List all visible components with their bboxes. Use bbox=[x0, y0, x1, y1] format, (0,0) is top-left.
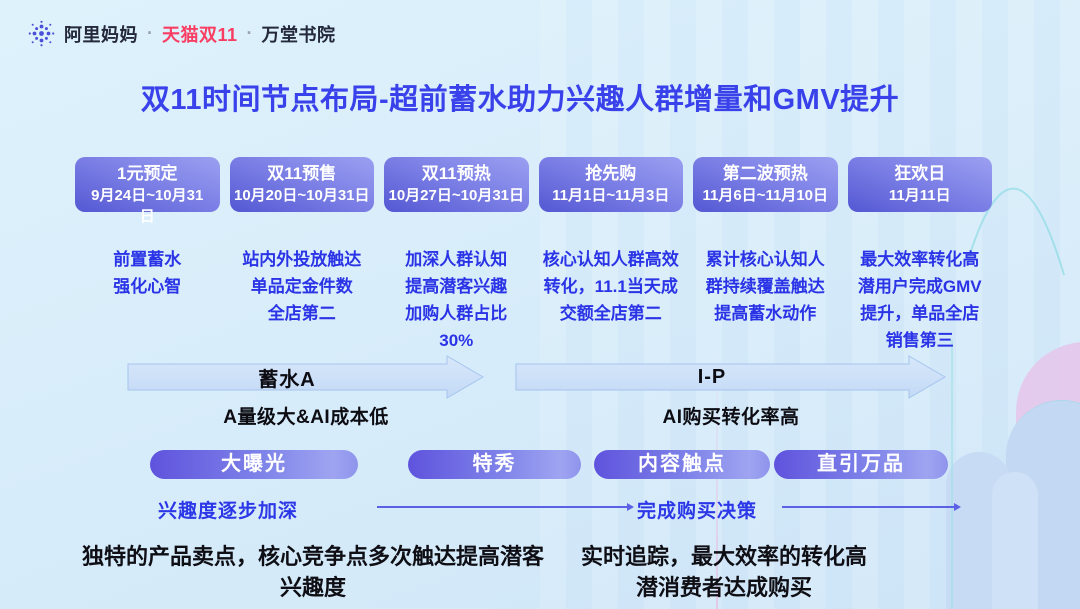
pink-dome-decoration bbox=[1016, 342, 1080, 609]
phase-description: 前置蓄水 强化心智 bbox=[113, 250, 182, 296]
stage-note: AI购买转化率高 bbox=[662, 407, 800, 428]
phase-description: 核心认知人群高效 转化，11.1当天成 交额全店第二 bbox=[542, 250, 679, 323]
footnote-left: 独特的产品卖点，核心竞争点多次触达提高潜客兴趣度 bbox=[81, 544, 544, 600]
phase-box-1yuan-yuding: 1元预定 9月24日~10月31 日 bbox=[75, 157, 220, 225]
product-pill-dabaoguang: 大曝光 bbox=[150, 450, 358, 479]
brand-academy: 万堂书院 bbox=[261, 24, 336, 45]
phase-name: 双11预热 bbox=[421, 164, 491, 183]
phase-dates: 11月1日~11月3日 bbox=[552, 187, 670, 204]
stage-note: A量级大&AI成本低 bbox=[223, 407, 389, 428]
phase-box-dierbo-yure: 第二波预热 11月6日~11月10日 bbox=[693, 157, 838, 212]
phase-dates: 11月11日 bbox=[888, 187, 951, 204]
phase-box-yushou: 双11预售 10月20日~10月31日 bbox=[229, 157, 374, 212]
phase-dates: 10月20日~10月31日 bbox=[234, 187, 370, 204]
blue-arch-decoration bbox=[1006, 400, 1080, 609]
flow-label-purchase: 完成购买决策 bbox=[637, 501, 758, 522]
phase-box-kuanghuanri: 狂欢日 11月11日 bbox=[847, 157, 992, 212]
phase-box-qiangxiangou: 抢先购 11月1日~11月3日 bbox=[538, 157, 683, 212]
phase-box-yure: 双11预热 10月27日~10月31日 bbox=[384, 157, 529, 212]
stage-label: 蓄水A bbox=[258, 368, 316, 391]
phase-description-row: 前置蓄水 强化心智 站内外投放触达 单品定金件数 全店第二 加深人群认知 提高潜… bbox=[75, 246, 992, 354]
blue-arch-decoration bbox=[946, 452, 1012, 609]
phase-description: 累计核心认知人 群持续覆盖触达 提高蓄水动作 bbox=[705, 250, 825, 323]
phase-name: 抢先购 bbox=[585, 164, 637, 183]
product-pill-zhiyin-wanpin: 直引万品 bbox=[774, 450, 948, 479]
product-pill-texiu: 特秀 bbox=[408, 450, 581, 479]
stage-arrow-ip: I-P AI购买转化率高 bbox=[515, 354, 947, 428]
brand-bar: 阿里妈妈 · 天猫双11 · 万堂书院 bbox=[28, 20, 336, 47]
footnote-right: 实时追踪，最大效率的转化高潜消费者达成购买 bbox=[580, 544, 867, 600]
phase-name: 双11预售 bbox=[267, 164, 337, 183]
phase-description: 站内外投放触达 单品定金件数 全店第二 bbox=[242, 250, 362, 323]
brand-campaign: 天猫双11 bbox=[162, 24, 238, 45]
flow-label-interest: 兴趣度逐步加深 bbox=[158, 501, 299, 522]
phase-timeline-row: 1元预定 9月24日~10月31 日 双11预售 10月20日~10月31日 双… bbox=[75, 157, 992, 225]
brand-name: 阿里妈妈 bbox=[64, 24, 138, 45]
teal-line-decoration bbox=[951, 340, 953, 609]
phase-name: 第二波预热 bbox=[722, 164, 808, 183]
flow-arrow bbox=[782, 503, 961, 511]
phase-name: 狂欢日 bbox=[894, 164, 946, 183]
phase-dates: 9月24日~10月31 日 bbox=[91, 187, 204, 225]
phase-dates: 11月6日~11月10日 bbox=[702, 187, 828, 204]
phase-description: 加深人群认知 提高潜客兴趣 加购人群占比 30% bbox=[405, 250, 508, 350]
flow-arrow bbox=[377, 503, 634, 511]
big-arrow-shape bbox=[515, 355, 946, 399]
blue-arch-decoration bbox=[992, 472, 1038, 609]
brand-separator: · bbox=[246, 23, 253, 43]
stage-arrow-xushui-a: 蓄水A A量级大&AI成本低 bbox=[127, 354, 485, 428]
brand-separator: · bbox=[147, 23, 153, 43]
big-arrow-shape bbox=[127, 355, 484, 399]
phase-name: 1元预定 bbox=[117, 164, 178, 183]
product-pill-neirong-chudian: 内容触点 bbox=[594, 450, 770, 479]
stage-label: I-P bbox=[697, 365, 727, 388]
alimama-dots-logo-icon bbox=[28, 20, 55, 47]
phase-dates: 10月27日~10月31日 bbox=[388, 187, 525, 204]
phase-description: 最大效率转化高 潜用户完成GMV 提升，单品全店 销售第三 bbox=[857, 250, 982, 350]
page-title: 双11时间节点布局-超前蓄水助力兴趣人群增量和GMV提升 bbox=[140, 84, 900, 116]
